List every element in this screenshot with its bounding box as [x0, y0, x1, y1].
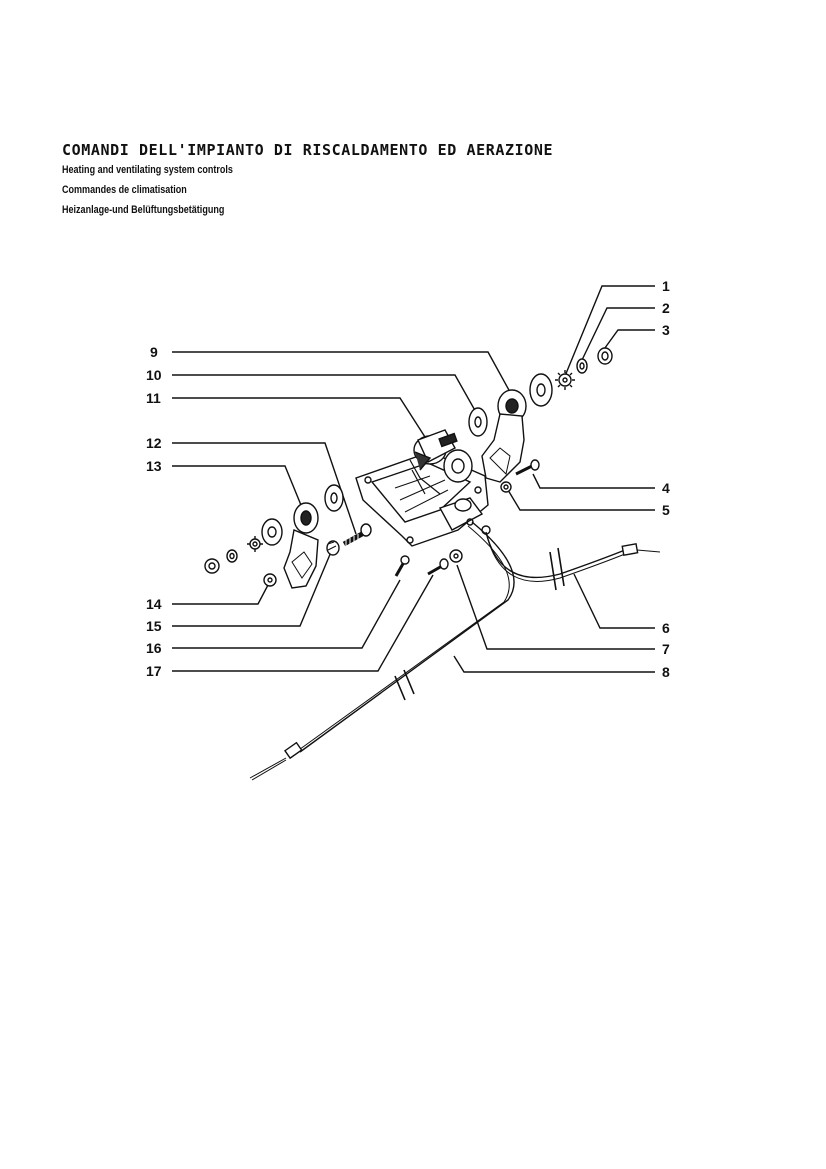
washer-left-large — [324, 484, 344, 512]
leader-16 — [172, 579, 401, 649]
leader-3 — [601, 329, 655, 353]
callout-1: 1 — [662, 278, 670, 294]
washer-2 — [576, 358, 588, 374]
control-cables — [249, 521, 661, 781]
callout-8: 8 — [662, 664, 670, 680]
leader-1 — [564, 285, 655, 377]
callout-5: 5 — [662, 502, 670, 518]
right-lever-assembly — [468, 347, 613, 493]
title-english: Heating and ventilating system controls — [62, 164, 233, 176]
leader-10 — [172, 374, 478, 415]
leader-4 — [532, 473, 655, 489]
leader-7 — [456, 564, 655, 650]
screw-4 — [515, 459, 540, 476]
washer-10 — [468, 407, 488, 437]
leader-14 — [172, 584, 269, 605]
leader-9 — [172, 351, 511, 393]
nut-5 — [500, 481, 512, 493]
callout-16: 16 — [146, 640, 162, 656]
callout-11: 11 — [146, 390, 161, 406]
bushing-15 — [326, 540, 340, 556]
title-german: Heizanlage-und Belüftungsbetätigung — [62, 204, 225, 216]
leader-lines — [172, 285, 655, 673]
washer-large-right — [529, 373, 553, 407]
callout-14: 14 — [146, 596, 162, 612]
callout-13: 13 — [146, 458, 162, 474]
spring-washer-1 — [555, 370, 575, 390]
title-block: COMANDI DELL'IMPIANTO DI RISCALDAMENTO E… — [62, 140, 553, 220]
cable-6 — [485, 531, 626, 579]
callout-9: 9 — [150, 344, 158, 360]
spring-washer-left — [247, 536, 263, 552]
cable-8 — [299, 521, 515, 753]
callout-10: 10 — [146, 367, 162, 383]
screw-17 — [427, 558, 449, 576]
leader-8 — [453, 655, 655, 673]
left-lever-assembly — [204, 484, 372, 589]
leader-13 — [172, 465, 304, 511]
callout-numbers: 1 2 3 4 5 6 7 8 9 10 11 12 13 14 15 16 1… — [146, 278, 670, 680]
callout-7: 7 — [662, 641, 670, 657]
leader-17 — [172, 574, 434, 672]
callout-2: 2 — [662, 300, 670, 316]
leader-11 — [172, 397, 426, 438]
pin-12 — [342, 523, 372, 548]
callout-4: 4 — [662, 480, 670, 496]
screw-16 — [394, 555, 410, 577]
leader-5 — [507, 489, 655, 511]
callout-15: 15 — [146, 618, 162, 634]
title-french: Commandes de climatisation — [62, 184, 187, 196]
callout-12: 12 — [146, 435, 162, 451]
small-fasteners — [394, 549, 463, 577]
leader-12 — [172, 442, 357, 535]
callout-6: 6 — [662, 620, 670, 636]
callout-17: 17 — [146, 663, 162, 679]
title-italian: COMANDI DELL'IMPIANTO DI RISCALDAMENTO E… — [62, 141, 554, 159]
callout-3: 3 — [662, 322, 670, 338]
nut-14 — [263, 573, 277, 587]
leader-2 — [581, 307, 655, 361]
nut-7 — [449, 549, 463, 563]
leader-15 — [172, 551, 332, 627]
nut-3 — [597, 347, 613, 365]
leader-6 — [573, 573, 655, 629]
central-lever-hub — [409, 429, 473, 495]
